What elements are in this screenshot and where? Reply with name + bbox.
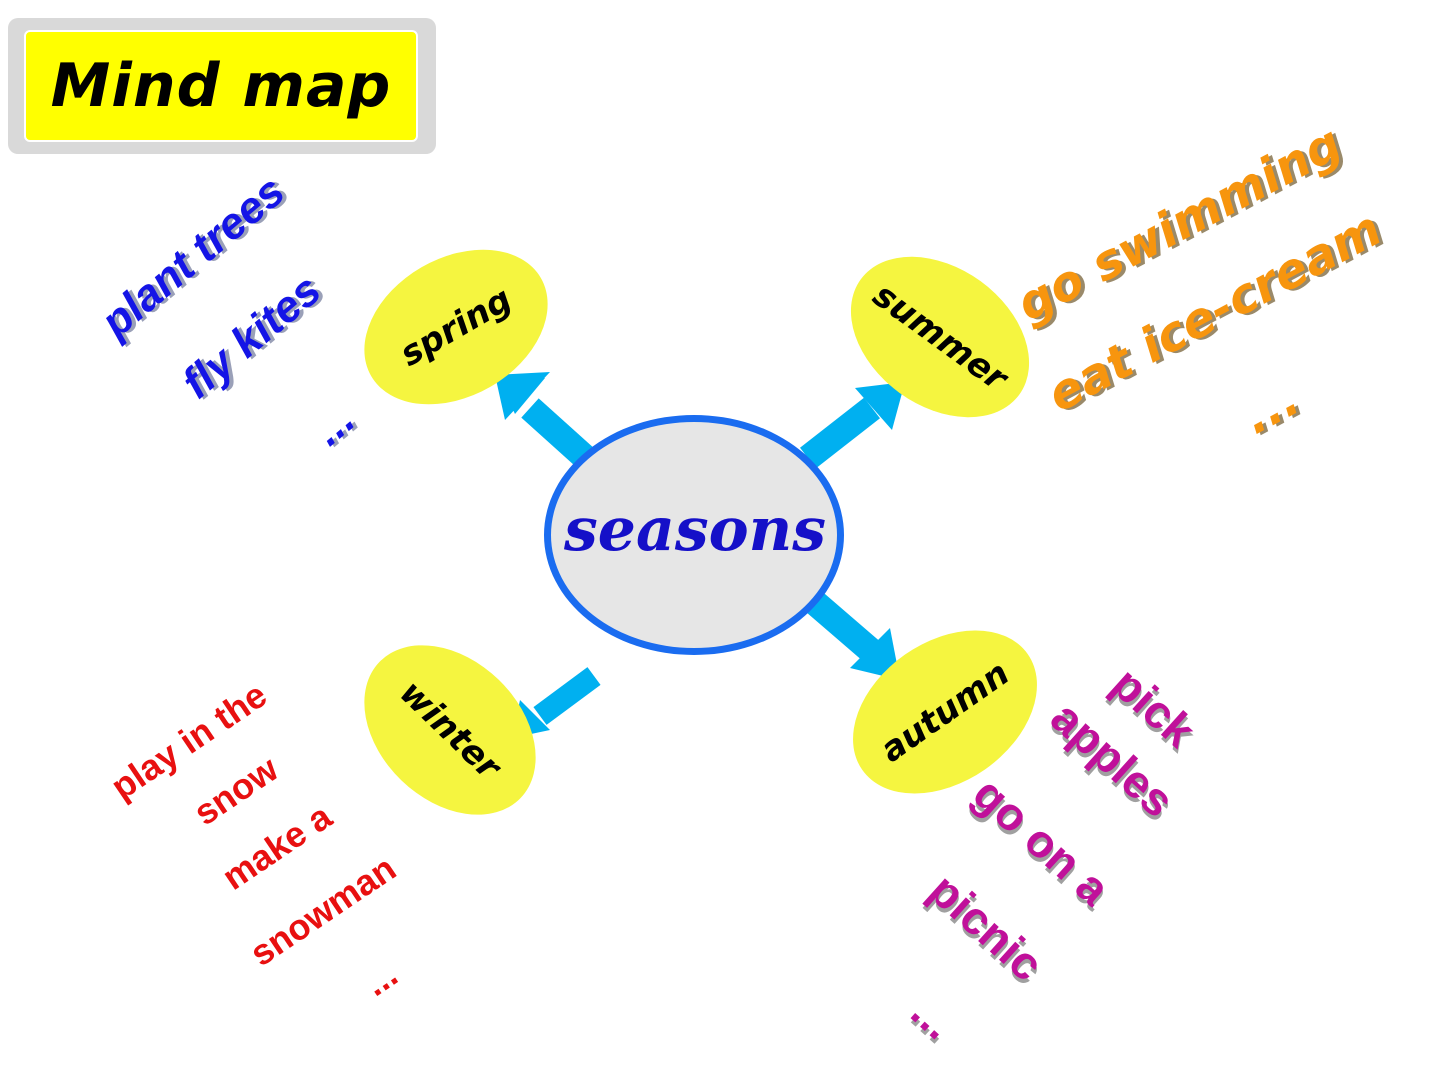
arrow-to-summer: [799, 382, 905, 469]
spring-label: spring: [393, 279, 519, 375]
title-box: Mind map: [24, 30, 418, 142]
winter-label: winter: [391, 672, 509, 788]
slide-title: Mind map: [50, 51, 392, 121]
center-ellipse: [544, 415, 844, 655]
center-label: seasons: [563, 495, 827, 565]
summer-label: summer: [865, 275, 1015, 399]
arrow-to-spring: [495, 372, 599, 472]
autumn-label: autumn: [873, 653, 1017, 771]
